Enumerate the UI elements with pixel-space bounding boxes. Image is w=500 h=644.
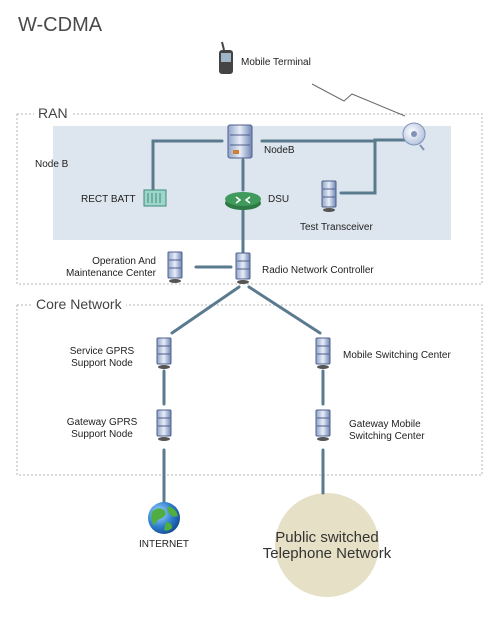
- nodeb-server-icon: [227, 124, 253, 159]
- page-title: W-CDMA: [18, 14, 103, 36]
- pstn-label-line2: Telephone Network: [262, 545, 392, 562]
- omc-label-line1: Operation And: [92, 256, 156, 267]
- internet-label: INTERNET: [139, 539, 189, 550]
- dsu-label: DSU: [268, 194, 290, 205]
- nodeb-label: NodeB: [264, 145, 295, 156]
- rect-batt-icon: [143, 189, 167, 207]
- gmsc-label-line2: Switching Center: [349, 431, 425, 442]
- sgsn-label-line2: Support Node: [71, 358, 133, 369]
- link-rnc-sgsn: [170, 285, 241, 335]
- mobile-terminal-label: Mobile Terminal: [241, 57, 311, 68]
- dsu-icon: [225, 192, 261, 210]
- gmsc-label: Gateway Mobile Switching Center: [349, 419, 425, 443]
- omc-label-line2: Maintenance Center: [65, 268, 156, 279]
- wireless-link: [311, 83, 406, 117]
- test-transceiver-label: Test Transceiver: [300, 222, 373, 233]
- link-test-transceiver: [339, 139, 377, 195]
- rnc-server-icon: [235, 252, 251, 284]
- link-nodeb-antenna: [260, 138, 414, 143]
- pstn-label: Public switched Telephone Network: [252, 530, 402, 562]
- link-rnc-msc: [247, 285, 322, 335]
- links: [151, 138, 414, 504]
- msc-label: Mobile Switching Center: [343, 350, 451, 361]
- ggsn-label-line2: Support Node: [71, 429, 133, 440]
- sgsn-server-icon: [156, 337, 172, 369]
- internet-globe-icon: [148, 502, 180, 534]
- msc-server-icon: [315, 337, 331, 369]
- ggsn-label: Gateway GPRS Support Node: [58, 417, 146, 441]
- test-transceiver-icon: [321, 180, 337, 212]
- core-network-boundary: [16, 304, 483, 476]
- core-network-section-label: Core Network: [32, 296, 126, 312]
- node-b-area-label: Node B: [35, 159, 69, 170]
- satellite-dish-icon: [402, 122, 426, 151]
- omc-server-icon: [167, 251, 183, 283]
- sgsn-label-line1: Service GPRS: [69, 346, 135, 357]
- pstn-cloud: [275, 493, 379, 597]
- mobile-phone-icon: [219, 41, 233, 74]
- gmsc-server-icon: [315, 409, 331, 441]
- sgsn-label: Service GPRS Support Node: [58, 346, 146, 370]
- ggsn-label-line1: Gateway GPRS: [66, 417, 138, 428]
- gmsc-label-line1: Gateway Mobile: [349, 419, 421, 430]
- omc-label: Operation And Maintenance Center: [54, 256, 156, 280]
- ran-boundary: [16, 113, 483, 285]
- ran-section-label: RAN: [34, 105, 72, 121]
- pstn-label-line1: Public switched: [275, 529, 379, 546]
- rect-batt-label: RECT BATT: [81, 194, 136, 205]
- rnc-label: Radio Network Controller: [262, 265, 374, 276]
- link-nodeb-rectbatt: [151, 139, 224, 192]
- ggsn-server-icon: [156, 409, 172, 441]
